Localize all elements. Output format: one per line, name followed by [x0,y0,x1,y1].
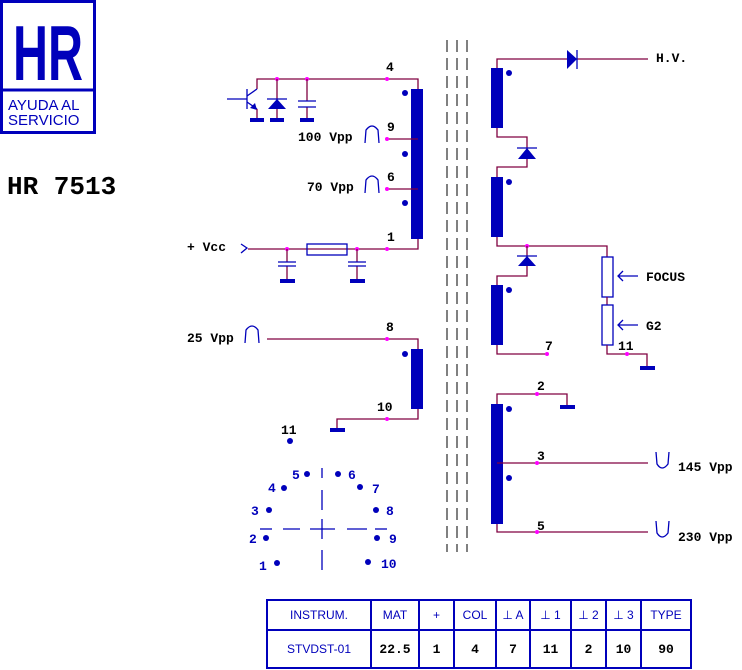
vcc-label: + Vcc [187,240,226,255]
pin-4-label: 4 [386,60,394,75]
logo-line1: AYUDA AL [8,97,79,114]
socket-pinout: 1 2 3 4 5 6 7 8 9 10 11 [249,423,397,574]
pin-9-signal: 100 Vpp [298,130,353,145]
value-cell: 4 [453,629,497,669]
logo: HR AYUDA AL SERVICIO [0,0,96,134]
pin-1-label: 1 [387,230,395,245]
transistor-icon [227,88,264,122]
header-cell: INSTRUM. [266,599,372,631]
value-cell: 1 [418,629,455,669]
pulse-icon [655,451,670,469]
g2-resistor-icon [601,304,614,346]
input-arrow-icon [240,243,249,254]
hv-diode-icon [567,50,577,69]
focus-resistor-icon [601,256,614,298]
value-cell: 90 [640,629,692,669]
header-cell: COL [453,599,497,631]
logo-mark: HR [13,9,83,97]
pin-10-label: 10 [377,400,393,415]
capacitor-icon [278,249,296,283]
pin-2-label: 2 [537,379,545,394]
socket-pin-9: 9 [389,532,397,547]
pin-6-label: 6 [387,170,395,185]
header-cell: ⊥ A [495,599,531,631]
header-cell: + [418,599,455,631]
pin-5-label: 5 [537,519,545,534]
socket-pin-6: 6 [348,468,356,483]
transformer-core [446,40,468,552]
page-title: HR 7513 [7,172,116,202]
socket-pin-11: 11 [281,423,297,438]
primary-winding: 4 9 100 Vpp 6 70 Vpp 1 + Vcc [187,60,423,283]
header-cell: ⊥ 3 [605,599,642,631]
pin-8-signal: 25 Vpp [187,331,234,346]
focus-label: FOCUS [646,270,685,285]
table-header-row: INSTRUM. MAT + COL ⊥ A ⊥ 1 ⊥ 2 ⊥ 3 TYPE [266,599,692,631]
diode-icon [518,256,536,266]
socket-pin-5: 5 [292,468,300,483]
pulse-icon [244,325,260,344]
capacitor-icon [298,79,316,122]
pin-6-signal: 70 Vpp [307,180,354,195]
value-cell: 10 [605,629,642,669]
socket-pin-7: 7 [372,482,380,497]
value-cell: STVDST-01 [266,629,372,669]
socket-pin-8: 8 [386,504,394,519]
diode-icon [518,148,536,159]
focus-arrow-icon [617,270,638,282]
pin-8-label: 8 [386,320,394,335]
pin-3-signal: 145 Vpp [678,460,733,475]
pulse-icon [364,175,380,194]
auxiliary-winding: 25 Vpp 8 10 [187,320,423,432]
table-row: STVDST-01 22.5 1 4 7 11 2 10 90 [266,629,692,669]
logo-line2: SERVICIO [8,112,79,129]
secondary-winding: H.V. FOCUS G2 11 7 2 3 145 Vpp 5 230 Vpp [491,50,733,545]
value-cell: 7 [495,629,531,669]
header-cell: MAT [370,599,420,631]
value-cell: 11 [529,629,572,669]
test-parameters-table: INSTRUM. MAT + COL ⊥ A ⊥ 1 ⊥ 2 ⊥ 3 TYPE … [266,599,692,669]
g2-arrow-icon [617,319,638,331]
pulse-icon [364,125,380,144]
pin-3-label: 3 [537,449,545,464]
resistor-icon [306,243,348,256]
g2-label: G2 [646,319,662,334]
socket-pin-4: 4 [268,481,276,496]
capacitor-icon [348,249,366,283]
pin-11-label: 11 [618,339,634,354]
socket-pin-3: 3 [251,504,259,519]
pin-9-label: 9 [387,120,395,135]
value-cell: 2 [570,629,607,669]
diode-icon [267,79,287,122]
value-cell: 22.5 [370,629,420,669]
pin-5-signal: 230 Vpp [678,530,733,545]
socket-pin-10: 10 [381,557,397,572]
pulse-icon [655,520,670,538]
socket-pin-2: 2 [249,532,257,547]
header-cell: TYPE [640,599,692,631]
pin-7-label: 7 [545,339,553,354]
socket-pin-1: 1 [259,559,267,574]
header-cell: ⊥ 2 [570,599,607,631]
hv-label: H.V. [656,51,687,66]
header-cell: ⊥ 1 [529,599,572,631]
